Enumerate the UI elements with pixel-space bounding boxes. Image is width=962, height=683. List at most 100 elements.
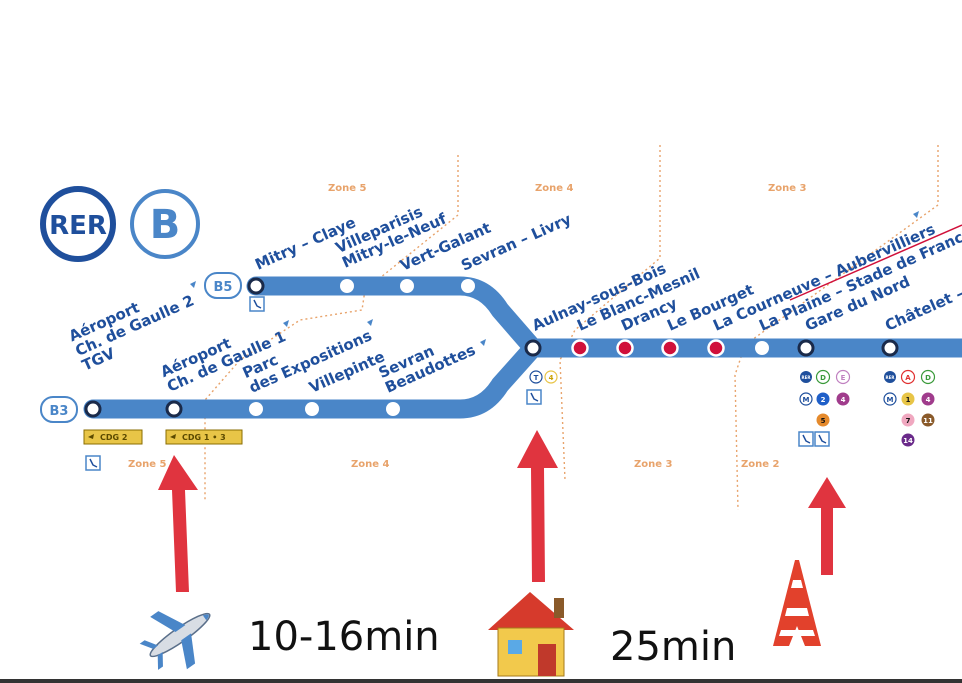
metro-badge — [883, 392, 897, 406]
chatelet-connections: RER A D M 1 4 7 11 14 — [883, 369, 936, 447]
zone-boundaries — [204, 145, 939, 511]
stop-chatelet[interactable] — [881, 339, 899, 357]
tram-line-4-badge — [544, 370, 558, 384]
tram-badge-label: T — [534, 374, 539, 382]
stop-cdg2[interactable] — [84, 400, 102, 418]
stop-drancy[interactable] — [616, 339, 634, 357]
rer-logo-circle — [40, 186, 116, 262]
stop-la-plaine[interactable] — [755, 341, 769, 355]
zone-boundary-4-3 — [559, 145, 661, 481]
tokyo-tower-icon — [773, 560, 821, 646]
rer-b-line-track — [83, 276, 962, 419]
zone-label: Zone 5 — [328, 183, 367, 194]
stop-le-bourget[interactable] — [661, 339, 679, 357]
metro-2-label: 2 — [821, 396, 826, 404]
branch-badge-b5-label: B5 — [214, 280, 233, 295]
metro-4-label: 4 — [841, 396, 846, 404]
gare-du-nord-connections: RER D E M 2 4 5 — [799, 369, 851, 427]
plane-icon — [190, 281, 196, 288]
stop-villepinte[interactable] — [305, 402, 319, 416]
annotation-arrows — [158, 430, 846, 592]
stop-sevran-livry[interactable] — [461, 279, 475, 293]
rer-logo-text: RER — [49, 211, 107, 241]
rer-d-badge — [920, 369, 936, 385]
metro-1-badge — [901, 392, 915, 406]
tram-badge — [529, 370, 543, 384]
metro-14-badge — [901, 433, 915, 447]
metro-11-label: 11 — [923, 417, 933, 425]
metro-2-badge — [816, 392, 830, 406]
wheelchair-icon — [798, 431, 814, 447]
branch-badge-b5-frame — [204, 272, 242, 299]
rer-d-label: D — [925, 374, 931, 382]
regular-stops — [249, 279, 769, 416]
aulnay-connections: T 4 — [529, 370, 558, 384]
zone-boundary-5-4 — [204, 155, 459, 500]
branch-badge-b3-label: B3 — [50, 404, 69, 419]
zone-label: Zone 2 — [741, 459, 780, 470]
metro-4-badge — [921, 392, 935, 406]
stop-sevran-beaudottes[interactable] — [386, 402, 400, 416]
station-name-sevran-beaudottes: Sevran Beaudottes — [376, 326, 478, 396]
zone-label: Zone 3 — [768, 183, 807, 194]
plane-icon — [480, 339, 486, 346]
arrow-to-cdg1 — [158, 455, 198, 592]
cdg1-tag: CDG 1 • 3 — [165, 429, 243, 445]
rer-a-badge — [900, 369, 916, 385]
zone-labels: Zone 5 Zone 4 Zone 3 Zone 5 Zone 4 Zone … — [128, 183, 807, 470]
metro-7-label: 7 — [906, 417, 911, 425]
cdg1-tag-label: CDG 1 • 3 — [182, 433, 226, 442]
house-icon — [488, 592, 574, 677]
metro-badge — [799, 392, 813, 406]
cdg2-tag: CDG 2 — [83, 429, 143, 445]
branch-badge-b3-frame — [40, 396, 78, 423]
red-stops — [571, 339, 725, 357]
zone-label: Zone 5 — [128, 459, 167, 470]
line-b-logo-text: B — [150, 202, 181, 248]
station-name-la-plaine: La Plaine – Stade de France — [756, 224, 962, 335]
rer-d-label: D — [820, 374, 826, 382]
rer-a-label: A — [905, 374, 911, 382]
cdg2-tag-frame — [83, 429, 143, 445]
airplane-icon — [139, 611, 211, 670]
wheelchair-icon — [249, 296, 265, 312]
terminal-stops — [84, 277, 899, 418]
metro-badge-label: M — [887, 396, 894, 404]
plane-icon — [913, 211, 919, 218]
track-b5-branch — [246, 276, 543, 358]
connecting-red-line — [789, 224, 962, 301]
track-b3-branch — [83, 338, 543, 419]
zone-label: Zone 4 — [351, 459, 390, 470]
stop-villeparisis[interactable] — [340, 279, 354, 293]
stop-parc-expositions[interactable] — [249, 402, 263, 416]
stop-la-courneuve[interactable] — [707, 339, 725, 357]
cdg1-tag-frame — [165, 429, 243, 445]
stop-gare-du-nord[interactable] — [797, 339, 815, 357]
arrow-to-gare-du-nord — [808, 477, 846, 575]
stop-aulnay[interactable] — [524, 339, 542, 357]
wheelchair-icon — [85, 455, 101, 471]
airport-pictograms — [190, 211, 919, 346]
metro-5-label: 5 — [821, 417, 826, 425]
arrow-to-aulnay — [517, 430, 558, 582]
rer-b-logo: RER B — [40, 186, 200, 262]
stop-vert-galant[interactable] — [400, 279, 414, 293]
cdg2-tag-label: CDG 2 — [100, 433, 127, 442]
stop-blanc-mesnil[interactable] — [571, 339, 589, 357]
plane-icon — [170, 434, 176, 439]
stop-cdg1[interactable] — [165, 400, 183, 418]
travel-time-1: 10-16min — [248, 614, 440, 660]
metro-badge-label: M — [803, 396, 810, 404]
wheelchair-icon — [526, 389, 542, 405]
branch-badge-b5: B5 — [204, 272, 242, 299]
metro-14-label: 14 — [903, 437, 913, 445]
metro-11-badge — [921, 413, 935, 427]
plane-icon — [367, 319, 373, 326]
accessibility-icons — [85, 296, 830, 471]
stop-mitry-claye[interactable] — [247, 277, 265, 295]
plane-icon — [283, 320, 289, 327]
rer-d-badge — [815, 369, 831, 385]
branch-badge-b3: B3 — [40, 396, 78, 423]
